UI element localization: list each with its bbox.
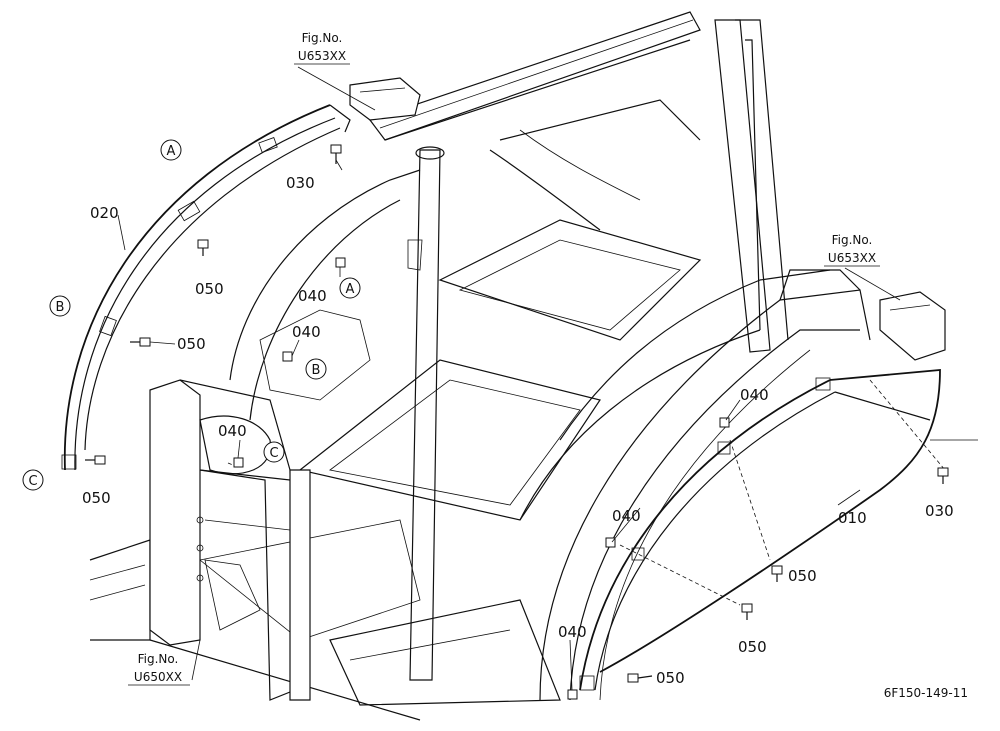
marker-b-left: B xyxy=(49,295,71,317)
svg-text:A: A xyxy=(167,144,176,159)
cabin-frame-drawing xyxy=(89,11,946,721)
label-040-a: 040 xyxy=(298,287,327,305)
part-labels: 020 030 050 050 050 040 040 040 040 040 … xyxy=(82,174,954,687)
label-050-a: 050 xyxy=(195,280,224,298)
bolt-050-right-2 xyxy=(741,603,753,620)
leader-lines xyxy=(117,66,978,691)
fig-ref-right: Fig.No. U653XX xyxy=(824,233,880,267)
bolt-050-b xyxy=(130,337,151,347)
label-040-right-top: 040 xyxy=(740,386,769,404)
svg-text:Fig.No.: Fig.No. xyxy=(138,652,179,666)
left-fender-extension xyxy=(61,104,351,471)
marker-c-right: C xyxy=(263,441,285,463)
right-fender-extension xyxy=(579,369,941,691)
svg-text:U653XX: U653XX xyxy=(298,49,346,63)
fig-ref-top: Fig.No. U653XX xyxy=(294,31,350,65)
label-020: 020 xyxy=(90,204,119,222)
bolt-040-b xyxy=(282,351,293,362)
marker-c-left: C xyxy=(22,469,44,491)
figure-id: 6F150-149-11 xyxy=(884,686,968,700)
svg-text:Fig.No.: Fig.No. xyxy=(302,31,343,45)
label-040-right-low: 040 xyxy=(558,623,587,641)
svg-text:B: B xyxy=(56,300,65,315)
bolt-050-a xyxy=(197,239,209,256)
label-050-c: 050 xyxy=(82,489,111,507)
bolt-symbols xyxy=(85,144,949,700)
label-030-top: 030 xyxy=(286,174,315,192)
label-010: 010 xyxy=(838,509,867,527)
bolt-040-right-mid xyxy=(605,537,616,548)
bolt-050-right-3 xyxy=(627,673,653,683)
svg-text:Fig.No.: Fig.No. xyxy=(832,233,873,247)
fig-ref-bottom: Fig.No. U650XX xyxy=(128,652,190,686)
bolt-030-right xyxy=(937,467,949,484)
bolt-040-right-low xyxy=(567,689,578,700)
svg-text:C: C xyxy=(269,446,278,461)
label-040-b: 040 xyxy=(292,323,321,341)
bolt-030-top xyxy=(330,144,342,164)
bolt-050-c xyxy=(85,455,106,465)
svg-text:A: A xyxy=(346,282,355,297)
bolt-050-right-1 xyxy=(771,565,783,582)
bolt-040-c xyxy=(233,457,244,468)
label-030-right: 030 xyxy=(925,502,954,520)
svg-text:C: C xyxy=(28,474,37,489)
marker-a-right: A xyxy=(339,277,361,299)
label-050-right-2: 050 xyxy=(738,638,767,656)
svg-text:U650XX: U650XX xyxy=(134,670,182,684)
marker-a-left: A xyxy=(160,139,182,161)
svg-text:U653XX: U653XX xyxy=(828,251,876,265)
label-040-c: 040 xyxy=(218,422,247,440)
marker-b-right: B xyxy=(305,358,327,380)
bolt-040-a xyxy=(335,257,346,268)
label-050-right-3: 050 xyxy=(656,669,685,687)
label-040-right-mid: 040 xyxy=(612,507,641,525)
bolt-040-right-top xyxy=(719,417,730,428)
svg-text:B: B xyxy=(312,363,321,378)
label-050-b: 050 xyxy=(177,335,206,353)
label-050-right-1: 050 xyxy=(788,567,817,585)
